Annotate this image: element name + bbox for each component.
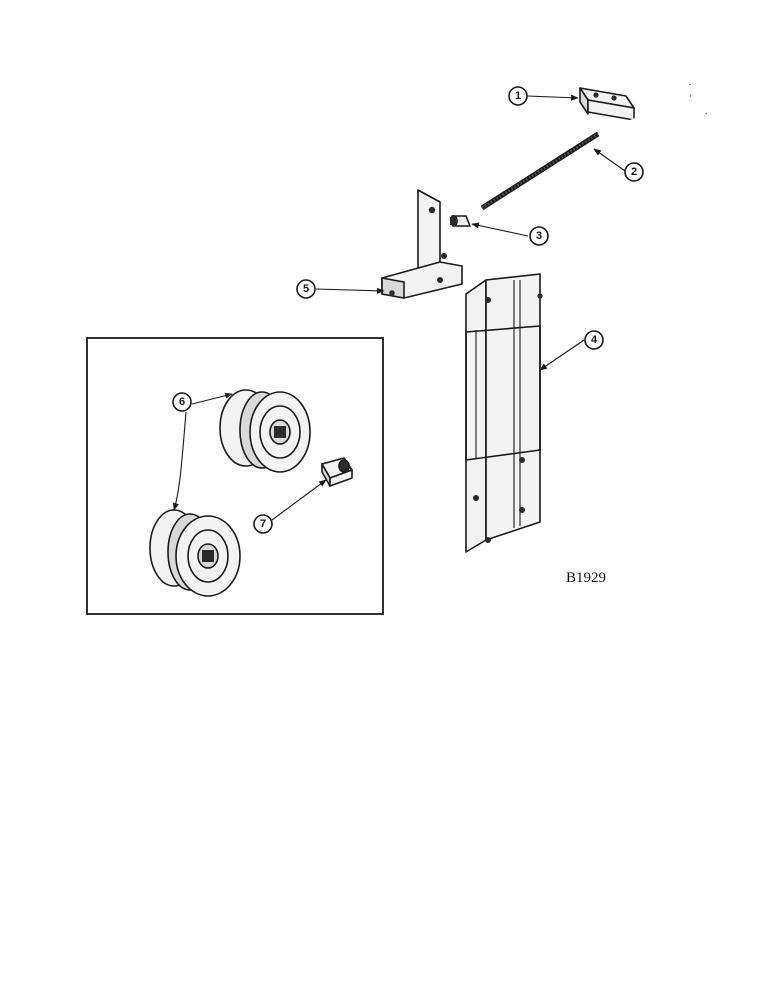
part-6-pulley-lower xyxy=(149,509,241,597)
part-4-slide-channel xyxy=(465,273,543,553)
callout-7-label: 7 xyxy=(260,518,266,530)
leader-lines xyxy=(173,94,626,521)
callout-5: 5 xyxy=(296,279,316,299)
callout-1-label: 1 xyxy=(515,90,521,102)
callout-3-label: 3 xyxy=(536,230,542,242)
part-5-support-bracket xyxy=(381,189,463,299)
drawing-code: B1929 xyxy=(566,570,606,586)
callout-7: 7 xyxy=(253,514,273,534)
callout-2: 2 xyxy=(624,162,644,182)
part-7-hex-spacer xyxy=(321,457,353,487)
callout-4-label: 4 xyxy=(591,334,598,346)
callout-6-label: 6 xyxy=(179,396,185,408)
part-2-threaded-rod xyxy=(480,78,708,211)
callout-5-label: 5 xyxy=(303,283,309,295)
callout-1: 1 xyxy=(508,86,528,106)
callout-2-label: 2 xyxy=(631,166,637,178)
part-6-pulley-upper xyxy=(219,389,311,473)
inset-frame xyxy=(86,337,384,615)
part-1-bracket xyxy=(579,87,635,121)
callout-3: 3 xyxy=(529,226,549,246)
callout-6: 6 xyxy=(172,392,192,412)
callout-4: 4 xyxy=(584,330,604,350)
part-3-bushing xyxy=(450,215,471,227)
